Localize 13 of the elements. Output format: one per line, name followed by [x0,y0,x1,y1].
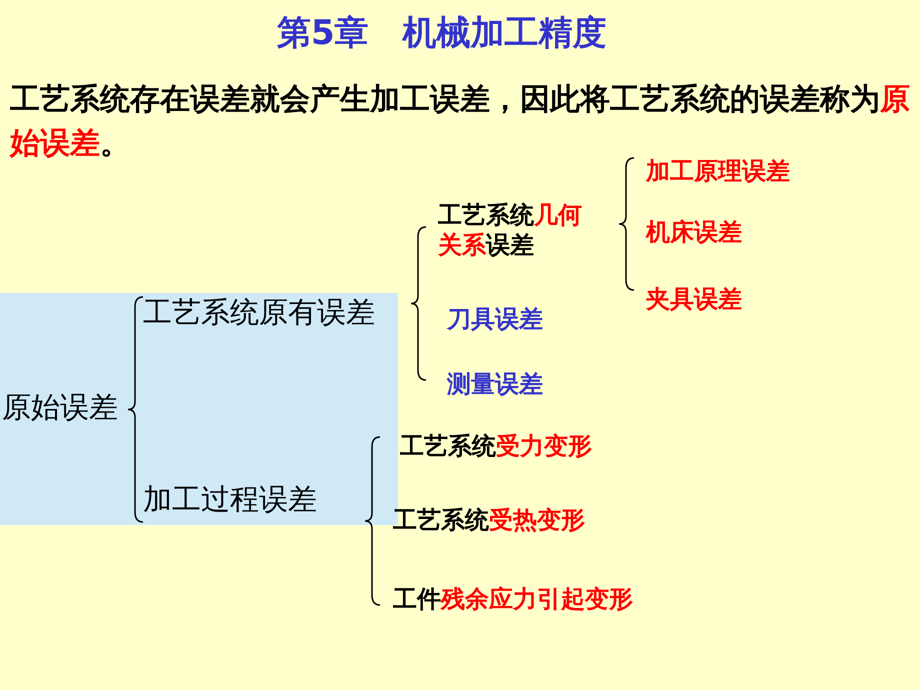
category-label: 工艺系统受力变形 [400,431,592,461]
category-label: 工艺系统几何关系误差 [438,200,583,260]
category-label: 工件残余应力引起变形 [393,584,633,614]
category-label: 机床误差 [646,217,742,247]
category-label: 原始误差 [2,389,118,426]
category-label: 夹具误差 [646,284,742,314]
category-label: 工艺系统受热变形 [393,505,585,535]
category-label: 加工原理误差 [646,156,790,186]
category-label: 工艺系统原有误差 [143,294,375,331]
category-label: 刀具误差 [447,304,543,334]
category-label: 测量误差 [447,369,543,399]
category-label: 加工过程误差 [143,481,317,518]
title: 第5章 机械加工精度 [277,12,607,54]
